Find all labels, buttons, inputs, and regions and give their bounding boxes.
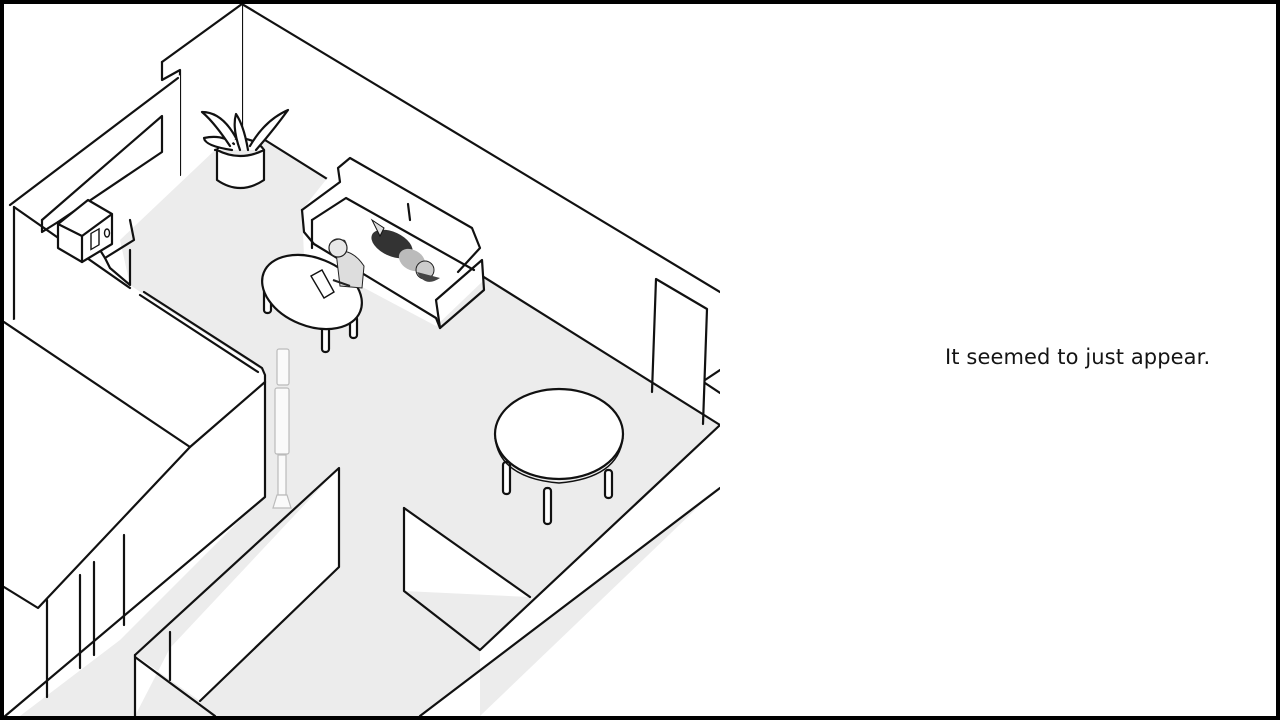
character-woman[interactable] (367, 218, 440, 282)
tablet[interactable] (310, 269, 335, 299)
partition-wall (135, 468, 339, 716)
dialogue-panel[interactable]: It seemed to just appear. (720, 4, 1276, 716)
stick-vacuum[interactable] (272, 348, 292, 509)
bedroom-block (4, 292, 265, 716)
back-wall (242, 4, 720, 425)
character-boy[interactable] (328, 238, 365, 289)
floor (20, 140, 720, 716)
microwave (56, 198, 114, 264)
door[interactable] (650, 277, 722, 426)
potted-plant (200, 108, 290, 190)
dialogue-text: It seemed to just appear. (945, 345, 1211, 369)
oval-coffee-table[interactable] (251, 241, 373, 354)
round-table[interactable] (493, 387, 625, 526)
room-illustration[interactable] (4, 4, 722, 716)
